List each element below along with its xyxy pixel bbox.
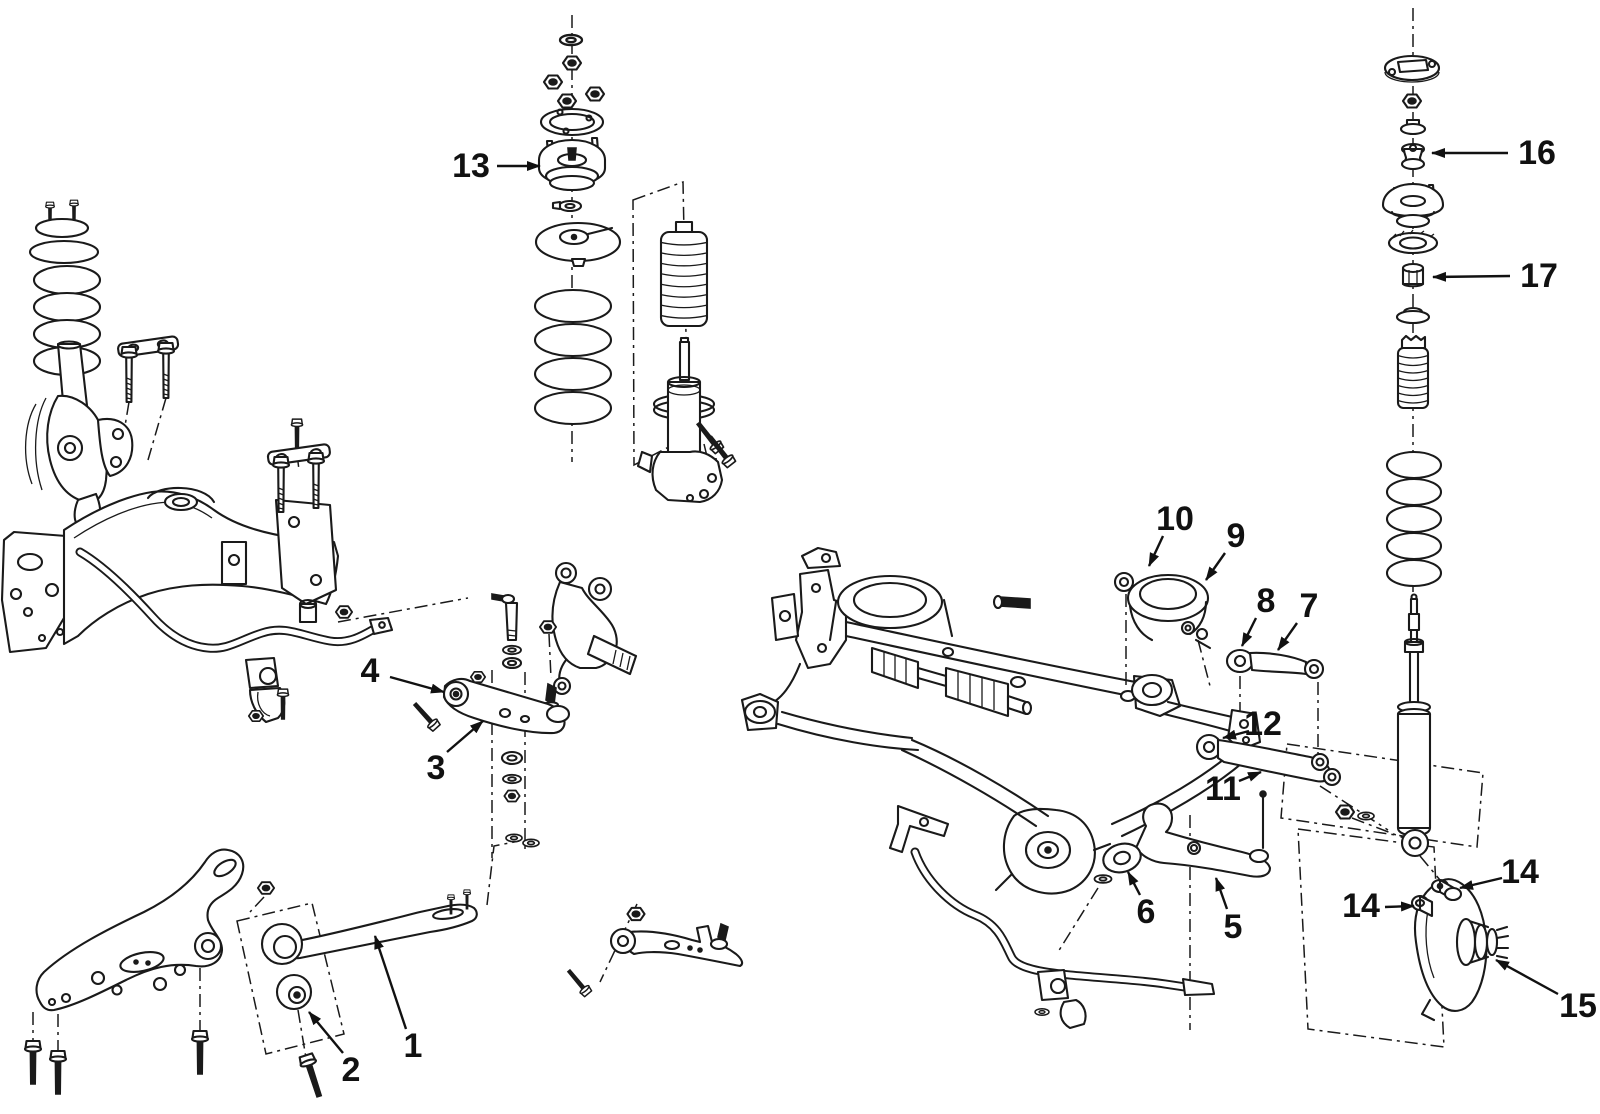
tension-rod-bushings <box>260 922 313 1011</box>
rear-coil-spring <box>1385 450 1443 588</box>
front-steering-knuckle <box>538 561 638 696</box>
rear-subframe <box>740 546 1262 895</box>
callout-6-label: 6 <box>1137 893 1156 931</box>
rear-shock-boot <box>1396 334 1430 410</box>
callout-10-leader <box>1147 535 1165 567</box>
rear-shock-exploded <box>1334 54 1445 858</box>
strut-mount-plate <box>539 107 605 137</box>
knuckle-bushing-b <box>1410 894 1434 918</box>
tension-rod <box>288 889 478 960</box>
front-knuckle-hub <box>24 394 134 538</box>
rear-spring-seat <box>1113 571 1212 650</box>
shock-hat-washer <box>1399 118 1427 136</box>
callout-15-label: 15 <box>1559 987 1597 1025</box>
shock-nut-17 <box>1401 262 1425 288</box>
callout-14a-label: 14 <box>1501 853 1539 891</box>
callout-15-leader <box>1495 958 1559 996</box>
callout-7-label: 7 <box>1300 587 1319 625</box>
callout-1-label: 1 <box>404 1027 423 1065</box>
spring-seat-washer <box>551 199 583 213</box>
callout-9-leader <box>1205 552 1226 581</box>
callout-5-leader <box>1214 877 1229 910</box>
front-lower-control-arm <box>409 670 571 848</box>
tension-rod-assembly <box>23 848 478 1100</box>
callout-17-leader <box>1432 271 1511 282</box>
strut-mount <box>537 136 607 192</box>
callout-7-leader <box>1277 622 1298 651</box>
callout-12-leader <box>1222 729 1250 740</box>
callout-5-label: 5 <box>1224 908 1243 946</box>
callout-11-leader <box>1238 770 1262 783</box>
shock-grommet <box>1400 142 1426 171</box>
callout-13-label: 13 <box>452 147 490 185</box>
front-crossmember <box>0 335 340 654</box>
front-stabilizer-link <box>491 593 523 670</box>
callout-10-label: 10 <box>1156 500 1194 538</box>
front-stabilizer-bar <box>75 547 394 724</box>
callout-4-leader <box>389 675 445 694</box>
rear-shock-damper <box>1396 593 1432 858</box>
callout-16-label: 16 <box>1518 134 1556 172</box>
strut-boot <box>659 220 709 328</box>
callout-14b-leader <box>1384 901 1415 912</box>
rear-upper-link <box>1225 648 1325 680</box>
callout-4-label: 4 <box>361 652 380 690</box>
driveshaft <box>870 646 1033 718</box>
rear-knuckle-hub <box>1410 878 1510 1022</box>
callout-12-label: 12 <box>1244 705 1282 743</box>
callout-14a-leader <box>1459 876 1503 890</box>
callout-17-label: 17 <box>1520 257 1558 295</box>
callout-1-leader <box>373 935 408 1030</box>
callout-14b-label: 14 <box>1342 887 1380 925</box>
front-strut-assembly <box>24 199 134 538</box>
shock-dome-washer <box>1395 306 1431 325</box>
callout-8-label: 8 <box>1257 582 1276 620</box>
rear-lower-link <box>1195 733 1342 787</box>
callout-6-leader <box>1126 871 1142 896</box>
front-strut-damper <box>636 336 724 504</box>
callout-2-label: 2 <box>342 1051 361 1089</box>
upper-spring-seat <box>534 221 622 268</box>
callout-9-label: 9 <box>1227 517 1246 555</box>
compression-arm <box>563 906 744 999</box>
front-strut-exploded <box>533 33 738 504</box>
front-coil-spring <box>533 288 613 426</box>
callout-3-label: 3 <box>427 749 446 787</box>
callout-8-leader <box>1240 617 1258 647</box>
callout-3-leader <box>446 720 484 753</box>
spring-seat-ring <box>1387 229 1439 255</box>
knuckle-bushing-a <box>1430 878 1463 902</box>
rear-strut-mount <box>1381 182 1445 229</box>
callout-11-label: 11 <box>1205 770 1241 808</box>
rear-stabilizer-bar <box>888 804 1216 1030</box>
shock-top-plate <box>1383 54 1441 83</box>
rear-lower-arm <box>1093 790 1272 884</box>
callout-2-leader <box>308 1011 344 1054</box>
